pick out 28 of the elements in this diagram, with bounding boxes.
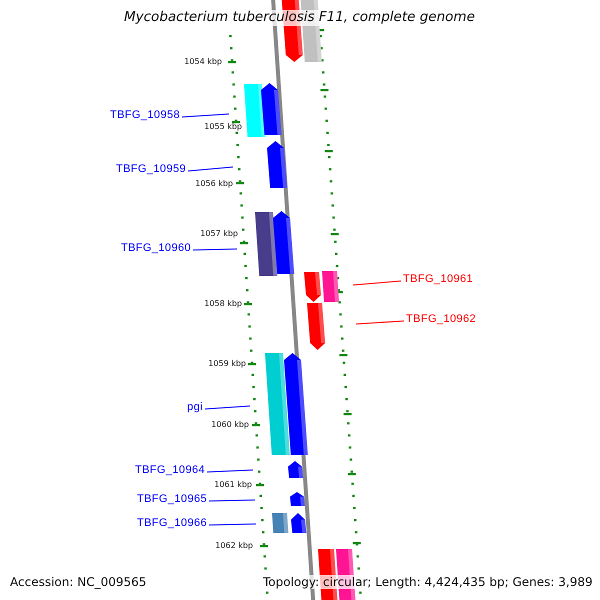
leader-line xyxy=(208,500,256,502)
gene-label: TBFG_10959 xyxy=(116,164,186,175)
leader-line xyxy=(352,280,402,286)
scale-label: 1055 kbp xyxy=(204,123,242,131)
gene-label: TBFG_10965 xyxy=(136,494,207,505)
scale-label: 1060 kbp xyxy=(211,421,249,429)
gene-label: TBFG_10964 xyxy=(134,465,205,476)
leader-line xyxy=(182,114,230,118)
leader-line xyxy=(204,406,250,410)
gene-label: TBFG_10966 xyxy=(136,518,207,529)
scale-label: 1062 kbp xyxy=(215,542,253,550)
gene-label: TBFG_10962 xyxy=(406,314,476,325)
gene-label: TBFG_10961 xyxy=(403,274,474,285)
scale-label: 1054 kbp xyxy=(184,58,222,66)
accession-info: Accession: NC_009565 xyxy=(8,575,148,589)
leader-line xyxy=(356,320,404,324)
gene-label: TBFG_10960 xyxy=(120,243,191,254)
scale-label: 1061 kbp xyxy=(214,481,252,489)
leader-line xyxy=(206,470,254,472)
leader-line xyxy=(208,524,256,526)
leader-line xyxy=(188,166,234,172)
gene-label: TBFG_10958 xyxy=(110,110,180,121)
gene-label: pgi xyxy=(187,402,203,413)
scale-label: 1058 kbp xyxy=(204,300,242,308)
scale-label: 1057 kbp xyxy=(200,230,238,238)
scale-label: 1056 kbp xyxy=(195,180,233,188)
scale-label: 1059 kbp xyxy=(208,360,246,368)
leader-line xyxy=(192,248,238,250)
